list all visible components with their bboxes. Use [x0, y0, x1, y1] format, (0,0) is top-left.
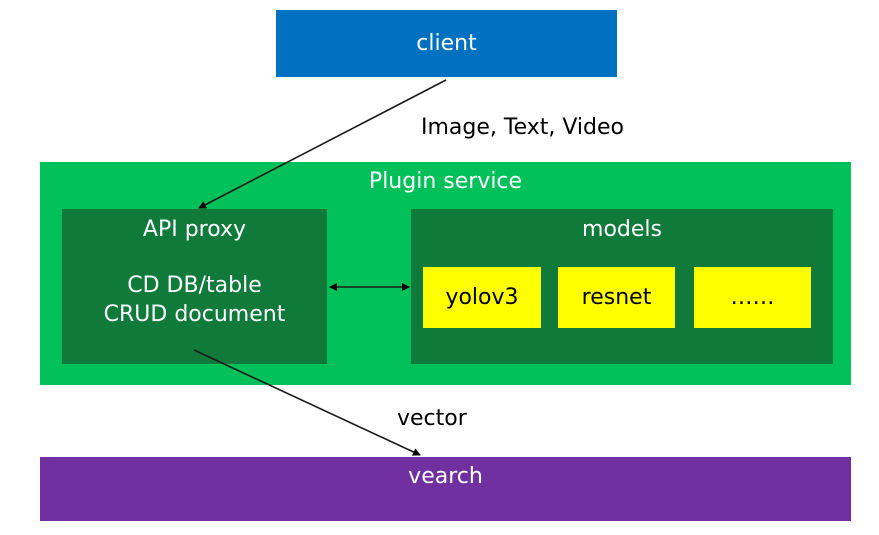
- api-proxy-line-db-table: CD DB/table: [127, 273, 262, 298]
- plugin-service-label: Plugin service: [368, 169, 523, 194]
- models-label: models: [582, 217, 662, 242]
- edge-label-image-text-video: Image, Text, Video: [421, 115, 625, 140]
- model-more-label: ……: [730, 285, 775, 310]
- edge-label-vector: vector: [397, 406, 467, 431]
- api-proxy-line-crud: CRUD document: [103, 302, 286, 327]
- vearch-node: vearch: [40, 457, 851, 521]
- model-more: ……: [694, 267, 811, 328]
- api-proxy-title: API proxy: [142, 217, 247, 242]
- vearch-label: vearch: [408, 464, 483, 489]
- client-label: client: [416, 31, 477, 56]
- model-resnet-label: resnet: [581, 285, 652, 310]
- api-proxy-node: API proxy CD DB/table CRUD document: [62, 209, 327, 364]
- model-yolov3: yolov3: [423, 267, 541, 328]
- client-node: client: [276, 10, 617, 77]
- model-yolov3-label: yolov3: [445, 285, 519, 310]
- model-resnet: resnet: [558, 267, 675, 328]
